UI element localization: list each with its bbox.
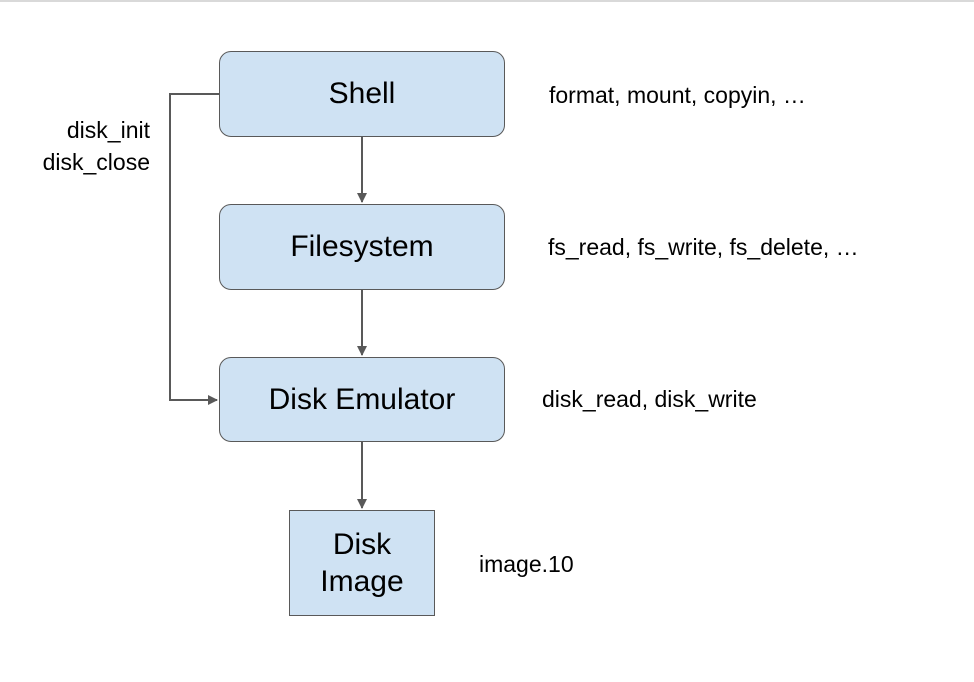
- disk-emulator-box: Disk Emulator: [219, 357, 505, 442]
- disk-image-label-line2: Image: [320, 565, 404, 598]
- shell-label: Shell: [328, 77, 396, 111]
- disk-image-label-line1: Disk: [332, 527, 392, 561]
- disk-image-file: image.10: [479, 551, 574, 577]
- disk-emulator-functions: disk_read, disk_write: [542, 386, 757, 412]
- shell-box: Shell: [219, 51, 505, 137]
- bypass-call-disk-close: disk_close: [42, 149, 150, 175]
- bypass-call-disk-init: disk_init: [66, 117, 150, 143]
- disk-emulator-label: Disk Emulator: [268, 382, 456, 416]
- bypass-calls-label: disk_init disk_close: [43, 114, 150, 178]
- shell-functions: format, mount, copyin, …: [549, 82, 806, 108]
- disk-image-box: Disk Image: [289, 510, 435, 616]
- arrow-shell-bypass-to-emulator: [169, 93, 219, 405]
- filesystem-box: Filesystem: [219, 204, 505, 290]
- filesystem-label: Filesystem: [290, 230, 434, 264]
- filesystem-functions: fs_read, fs_write, fs_delete, …: [548, 234, 859, 260]
- top-divider: [0, 0, 974, 2]
